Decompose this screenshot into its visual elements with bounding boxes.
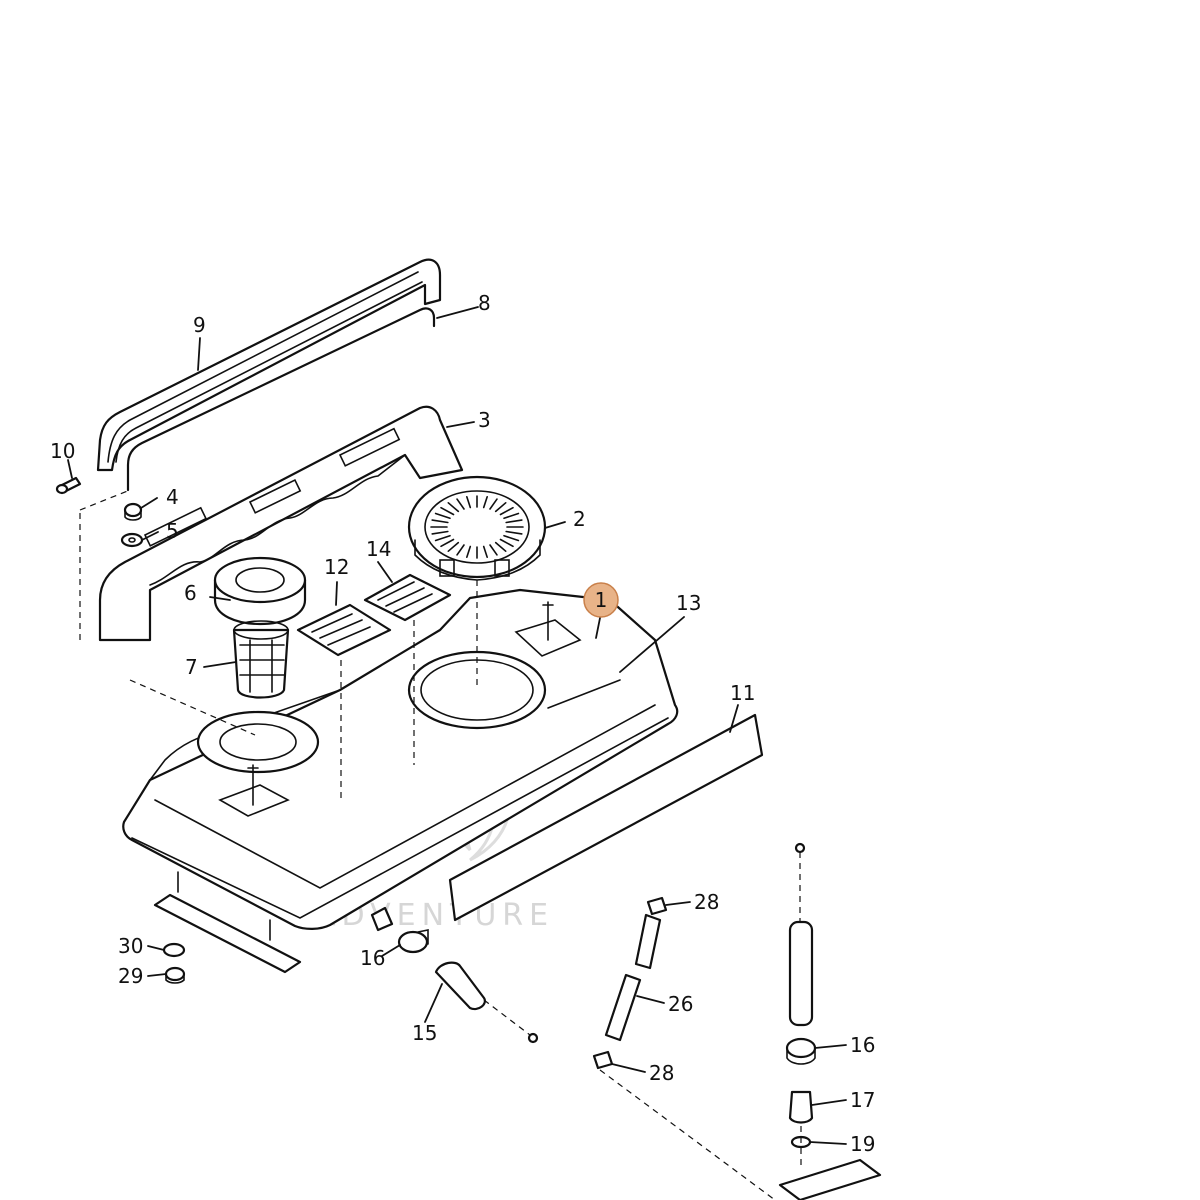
washer-part-5 [120,532,144,548]
callout-28-bottom: 28 [649,1061,674,1085]
grill-slot [494,501,507,513]
hose-part-15 [434,961,539,1044]
callout-3: 3 [478,408,491,432]
grill-slot [489,544,498,556]
fuel-tank-part [122,588,679,930]
grill-slot [447,541,460,553]
nut-part-4 [123,502,143,521]
highlight-marker [583,582,619,618]
grill-slot [434,534,451,542]
callout-16-outlet: 16 [360,946,385,970]
fuel-cock-part [370,906,429,954]
callout-14: 14 [366,537,391,561]
callout-11: 11 [730,681,755,705]
callout-4: 4 [166,485,179,509]
grill-slot [503,534,520,542]
frame-rail-part [98,405,464,642]
grill-slot [456,544,465,556]
callout-5: 5 [166,519,179,543]
caution-label-part [363,573,452,622]
grill-slot [447,501,460,513]
callout-19: 19 [850,1132,875,1156]
callout-29: 29 [118,964,143,988]
leader-lines [67,306,847,1145]
grill-slot [440,538,455,548]
callout-13: 13 [676,591,701,615]
screw-part-10 [55,476,82,495]
grill-slot [431,530,449,535]
fuel-line-assembly [778,842,882,1200]
grill-slot [489,498,498,510]
grill-slot [499,538,514,548]
grill-slot [431,519,449,524]
handle-part [96,258,442,472]
callout-17: 17 [850,1088,875,1112]
callout-28-top: 28 [694,890,719,914]
grill-slot [434,512,451,520]
filter-grill-slots [430,495,524,559]
callout-labels: 1 2 3 4 5 6 7 8 9 10 11 12 13 14 15 16 1… [50,291,875,1156]
fuel-cap-part [213,556,307,626]
grill-slot [505,530,523,535]
callout-6: 6 [184,581,197,605]
callout-8: 8 [478,291,491,315]
grill-slot [482,545,489,559]
washer-part-30 [162,942,186,958]
grill-slot [465,545,472,559]
callout-10: 10 [50,439,75,463]
callout-26: 26 [668,992,693,1016]
handle-trim-part [126,307,436,492]
grill-slot [499,506,514,516]
callout-16-line: 16 [850,1033,875,1057]
grill-slot [503,512,520,520]
decal-strip-part [448,713,764,922]
filter-cover-part [407,475,547,581]
warning-label-part [296,603,392,657]
callout-1: 1 [595,588,608,612]
grill-slot [465,495,472,509]
grill-slot [440,506,455,516]
grill-slot [482,495,489,509]
fuel-strainer-part [232,620,290,699]
callout-12: 12 [324,555,349,579]
callout-2: 2 [573,507,586,531]
callout-7: 7 [185,655,198,679]
grill-slot [505,519,523,524]
grill-slot [456,498,465,510]
grill-slot [494,541,507,553]
callout-15: 15 [412,1021,437,1045]
hose-part-26 [592,896,668,1070]
callout-9: 9 [193,313,206,337]
nut-part-29 [164,966,186,984]
mount-plate-part [153,871,302,974]
callout-30: 30 [118,934,143,958]
